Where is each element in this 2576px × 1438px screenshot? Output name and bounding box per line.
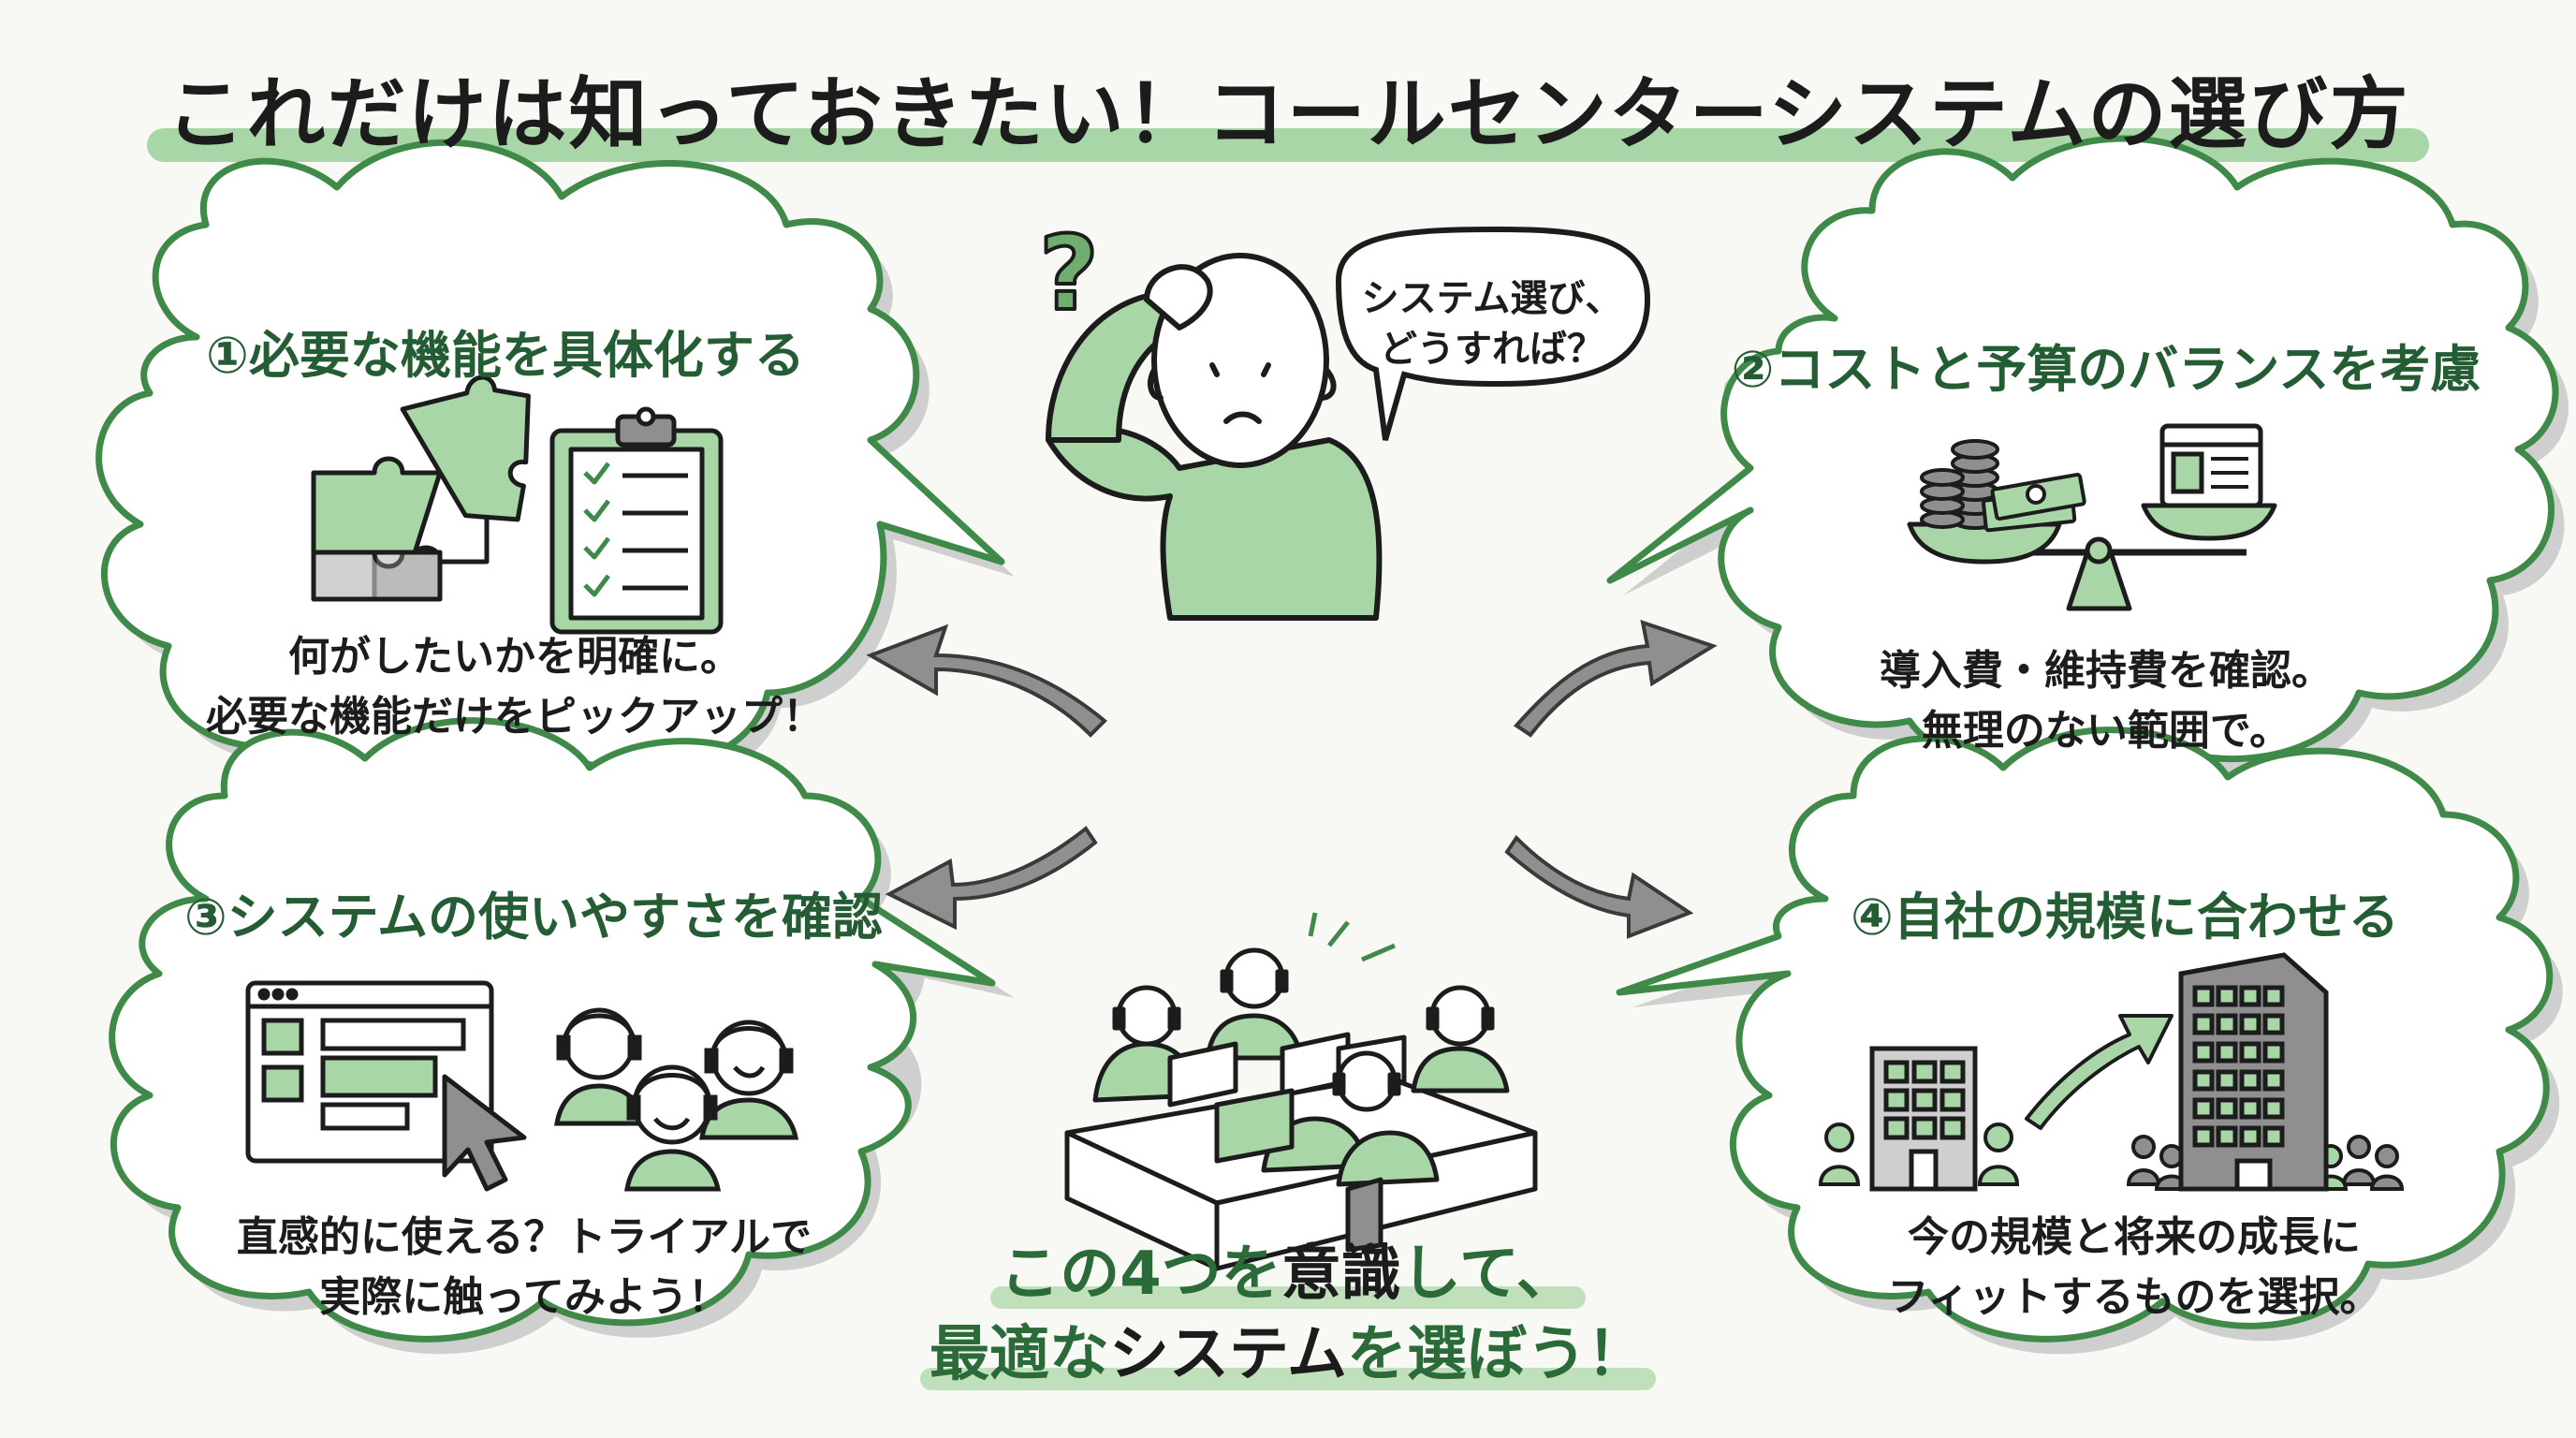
speech-bubble-text: システム選び、 どうすれば？ <box>1352 273 1632 374</box>
section-1-heading-text: ①必要な機能を具体化する <box>198 323 812 389</box>
title-banner: これだけは知っておきたい！コールセンターシステムの選び方 <box>0 66 2576 164</box>
section-3-description: 直感的に使える？トライアルで 実際に触ってみよう！ <box>159 1208 889 1328</box>
section-4-desc-line-1: 今の規模と将来の成長に <box>1908 1213 2361 1261</box>
call-center-team-icon <box>1064 912 1538 1271</box>
cta-line-1-emphasis: 意識 <box>1281 1240 1401 1309</box>
cloud-2 <box>1606 135 2569 784</box>
small-building-icon <box>1869 1046 1978 1192</box>
browser-window-icon <box>2159 423 2263 508</box>
balance-scale-icon <box>1907 503 2277 611</box>
arrow-to-section-4 <box>1504 834 1694 939</box>
arrow-to-section-1 <box>866 624 1107 738</box>
section-3-heading: ③システムの使いやすさを確認 <box>159 885 908 950</box>
section-4-heading-text: ④自社の規模に合わせる <box>1843 885 2407 950</box>
cta-line-2-emphasis: システム <box>1108 1320 1348 1390</box>
puzzle-icon <box>311 374 531 602</box>
speech-bubble <box>1335 226 1651 441</box>
cta-line-1-prefix: この4つを <box>1000 1240 1281 1309</box>
section-4-desc-line-2: フィットするものを選択。 <box>1887 1272 2381 1321</box>
question-mark-icon: ? <box>1039 213 1099 333</box>
cta-line-2-suffix: を選ぼう！ <box>1347 1320 1647 1390</box>
app-window-icon <box>245 980 494 1164</box>
speech-line-2: どうすれば？ <box>1380 328 1604 371</box>
section-3-desc-line-1: 直感的に使える？トライアルで <box>236 1213 812 1261</box>
page-title: これだけは知っておきたい！コールセンターシステムの選び方 <box>147 66 2429 164</box>
arrow-to-section-2 <box>1513 620 1718 738</box>
section-1-desc-line-2: 必要な機能だけをピックアップ！ <box>206 692 824 741</box>
section-1-heading: ①必要な機能を具体化する <box>168 323 842 389</box>
section-2-description: 導入費・維持費を確認。 無理のない範囲で。 <box>1750 641 2462 761</box>
cta-line-2: 最適なシステムを選ぼう！ <box>919 1314 1657 1395</box>
section-2-heading-text: ②コストと予算のバランスを考慮 <box>1723 337 2489 403</box>
clipboard-checklist-icon <box>549 406 724 635</box>
money-bills-icon <box>1981 473 2086 533</box>
section-2-desc-line-2: 無理のない範囲で。 <box>1921 706 2291 755</box>
large-building-icon <box>2178 952 2329 1192</box>
call-to-action: この4つを意識して、 最適なシステムを選ぼう！ <box>820 1234 1756 1396</box>
section-2-desc-line-1: 導入費・維持費を確認。 <box>1880 647 2333 695</box>
growth-arrow-icon <box>2025 1014 2174 1130</box>
operator-headset-icon <box>554 1007 799 1192</box>
section-3-desc-line-2: 実際に触ってみよう！ <box>319 1272 729 1321</box>
section-3-heading-text: ③システムの使いやすさを確認 <box>176 885 891 950</box>
cta-line-1-suffix: して、 <box>1400 1240 1576 1309</box>
cta-line-2-prefix: 最適な <box>929 1320 1109 1390</box>
section-1-desc-line-1: 何がしたいかを明確に。 <box>288 633 741 681</box>
arrow-to-section-3 <box>885 826 1098 931</box>
section-2-heading: ②コストと予算のバランスを考慮 <box>1722 337 2490 403</box>
thinking-person: ? <box>1037 212 1383 621</box>
cursor-icon <box>442 1074 527 1192</box>
section-1-description: 何がしたいかを明確に。 必要な機能だけをピックアップ！ <box>150 627 880 747</box>
cta-line-1: この4つを意識して、 <box>990 1234 1587 1314</box>
speech-line-1: システム選び、 <box>1361 277 1623 320</box>
section-4-description: 今の規模と将来の成長に フィットするものを選択。 <box>1778 1208 2490 1328</box>
section-4-heading: ④自社の規模に合わせる <box>1769 885 2481 950</box>
